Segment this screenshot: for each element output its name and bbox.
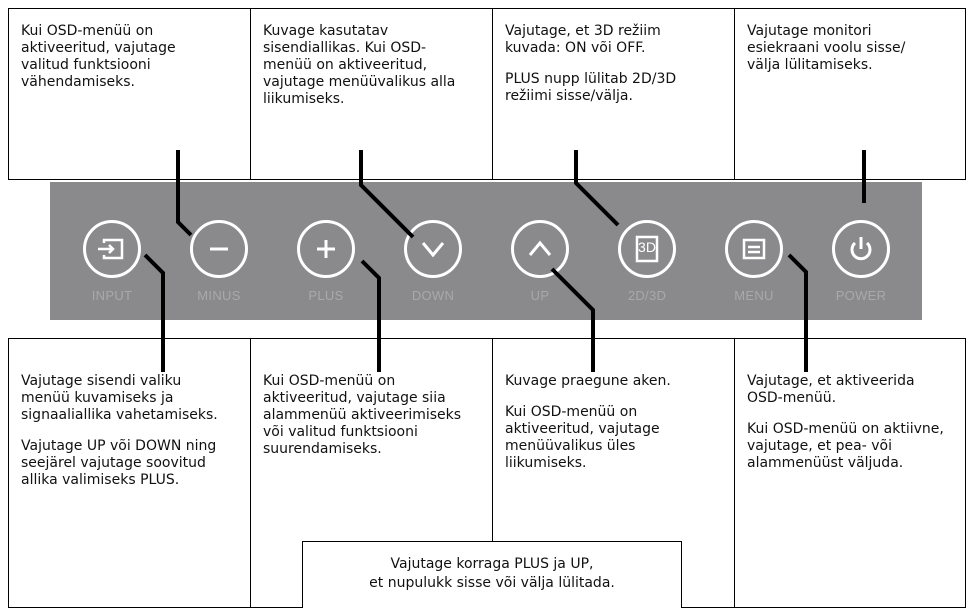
plus-button[interactable]: PLUS — [277, 220, 375, 303]
up-label: UP — [530, 288, 550, 303]
note-line-2: et nupulukk sisse või välja lülitada. — [369, 575, 615, 591]
top-box-3d: Vajutage, et 3D režiim kuvada: ON või OF… — [492, 8, 735, 180]
power-label: POWER — [835, 288, 887, 303]
button-lock-note: Vajutage korraga PLUS ja UP, et nupulukk… — [302, 541, 682, 608]
bottom-box-up-text-1: Kuvage praegune aken. — [505, 373, 671, 389]
menu-label: MENU — [734, 288, 774, 303]
3d-icon-text: 3D — [638, 239, 656, 255]
top-box-power-text: Vajutage monitori esiekraani voolu sisse… — [747, 23, 906, 73]
menu-button[interactable]: MENU — [705, 220, 803, 303]
top-box-minus-text: Kui OSD-menüü on aktiveeritud, vajutage … — [21, 23, 176, 90]
power-button[interactable]: POWER — [812, 220, 910, 303]
power-icon — [832, 220, 890, 278]
input-icon — [83, 220, 141, 278]
bottom-box-menu-text-1: Vajutage, et aktiveerida OSD-menüü. — [747, 373, 915, 406]
bottom-box-input-text-1: Vajutage sisendi valiku menüü kuvamiseks… — [21, 373, 218, 423]
bottom-box-up-text-2: Kui OSD-menüü on aktiveeritud, vajutage … — [505, 404, 660, 471]
menu-icon — [725, 220, 783, 278]
top-box-power: Vajutage monitori esiekraani voolu sisse… — [734, 8, 966, 180]
bottom-box-input: Vajutage sisendi valiku menüü kuvamiseks… — [8, 338, 251, 608]
minus-button[interactable]: MINUS — [170, 220, 268, 303]
2d3d-label: 2D/3D — [627, 288, 667, 303]
bottom-box-input-text-2: Vajutage UP või DOWN ning seejärel vajut… — [21, 438, 217, 488]
2d3d-button[interactable]: 3D 2D/3D — [598, 220, 696, 303]
up-button[interactable]: UP — [491, 220, 589, 303]
top-box-down-text: Kuvage kasutatav sisendiallikas. Kui OSD… — [263, 23, 456, 107]
plus-icon — [297, 220, 355, 278]
top-box-3d-text-1: Vajutage, et 3D režiim kuvada: ON või OF… — [505, 23, 661, 56]
down-label: DOWN — [411, 288, 455, 303]
top-box-minus: Kui OSD-menüü on aktiveeritud, vajutage … — [8, 8, 251, 180]
note-line-1: Vajutage korraga PLUS ja UP, — [390, 556, 594, 572]
bottom-box-menu-text-2: Kui OSD-menüü on aktiivne, vajutage, et … — [747, 421, 944, 471]
bottom-box-plus-text: Kui OSD-menüü on aktiveeritud, vajutage … — [263, 373, 462, 457]
minus-label: MINUS — [197, 288, 241, 303]
button-panel: INPUT MINUS PLUS DOWN UP — [50, 182, 922, 320]
down-button[interactable]: DOWN — [384, 220, 482, 303]
bottom-box-menu: Vajutage, et aktiveerida OSD-menüü. Kui … — [734, 338, 966, 608]
3d-icon: 3D — [618, 220, 676, 278]
top-box-3d-text-2: PLUS nupp lülitab 2D/3D režiimi sisse/vä… — [505, 71, 677, 104]
plus-label: PLUS — [308, 288, 344, 303]
minus-icon — [190, 220, 248, 278]
chevron-down-icon — [404, 220, 462, 278]
chevron-up-icon — [511, 220, 569, 278]
top-box-down: Kuvage kasutatav sisendiallikas. Kui OSD… — [250, 8, 493, 180]
input-label: INPUT — [91, 288, 133, 303]
input-button[interactable]: INPUT — [63, 220, 161, 303]
